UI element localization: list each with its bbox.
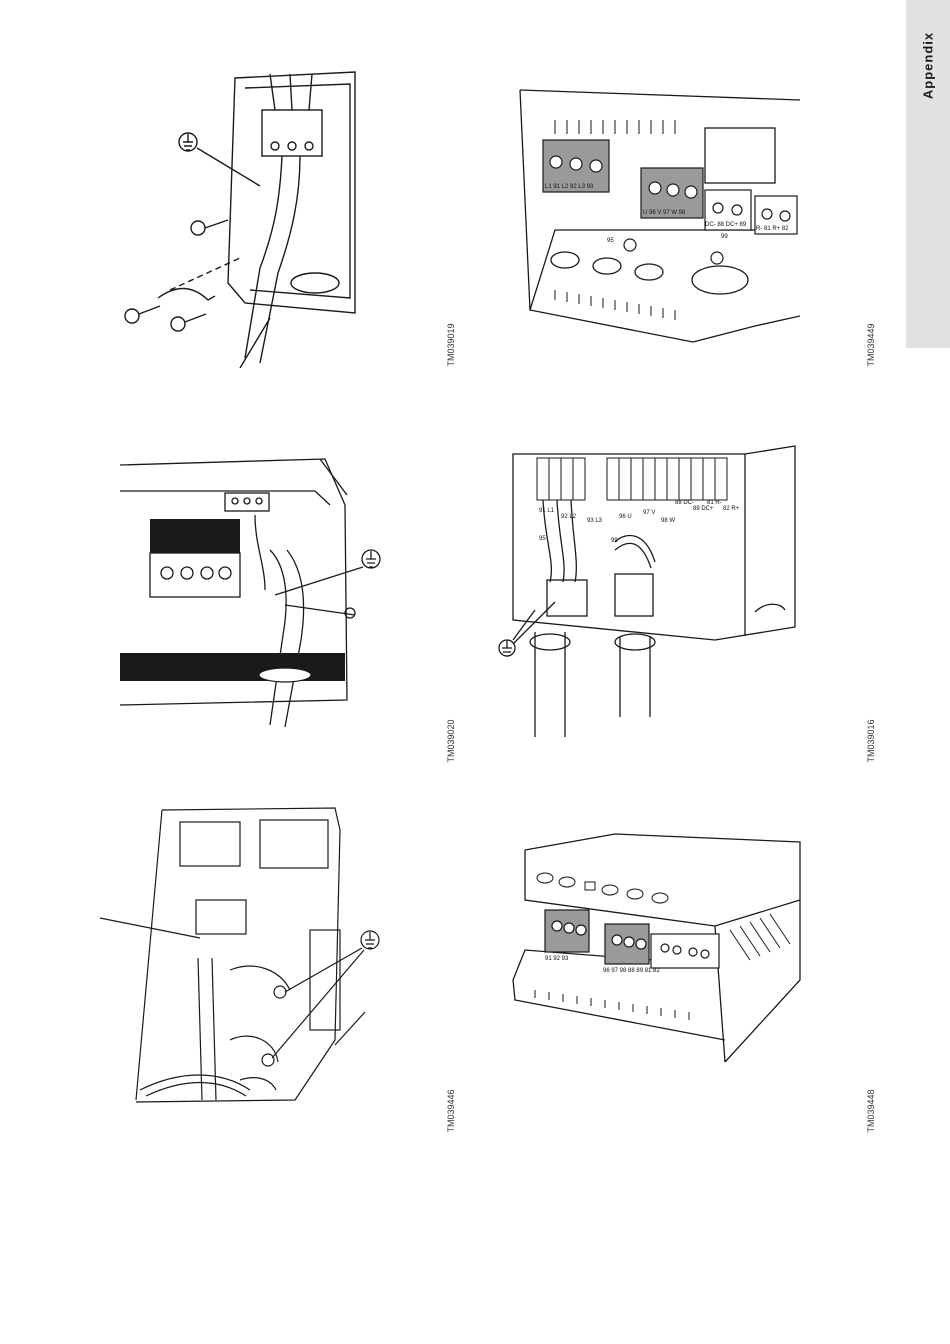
terminal-label-89: 89 DC+: [693, 506, 714, 512]
terminal-label-96: 96 U: [619, 514, 632, 520]
figure-code: TM039449: [864, 300, 878, 390]
section-tab: Appendix: [906, 0, 950, 348]
terminal-label-98: 98 W: [661, 518, 675, 524]
terminal-label-82: 82 R+: [723, 506, 740, 512]
figure-code: TM039020: [444, 696, 458, 786]
figure-terminals-open: L1 91 L2 92 L3 93 U 96 V 97 W 98 DC- 88 …: [515, 80, 805, 350]
figure-2-drawing: L1 91 L2 92 L3 93 U 96 V 97 W 98 DC- 88 …: [515, 80, 805, 350]
figure-code: TM039446: [444, 1066, 458, 1156]
terminal-label-95: 95: [539, 536, 546, 542]
figure-6-drawing: 91 92 93 96 97 98 88 89 81 82: [505, 830, 805, 1070]
figure-terminals-large-unit: 91 92 93 96 97 98 88 89 81 82: [505, 830, 805, 1070]
figure-code: TM039448: [864, 1066, 878, 1156]
figure-ground-clamp-large: [100, 800, 385, 1110]
figure-1-drawing: [110, 68, 370, 368]
terminal-label-motor-dc-brake: 96 97 98 88 89 81 82: [603, 968, 660, 974]
terminal-label-95: 95: [607, 238, 614, 244]
terminal-label-99: 99: [611, 538, 618, 544]
terminal-label-97: 97 V: [643, 510, 655, 516]
figure-4-drawing: 91 L1 92 L2 93 L3 96 U 97 V 98 W 88 DC- …: [495, 442, 805, 742]
figure-ground-clamp-small: [110, 68, 370, 368]
terminal-label-motor: U 96 V 97 W 98: [643, 210, 686, 216]
terminal-label-93: 93 L3: [587, 518, 603, 524]
terminal-label-99: 99: [721, 234, 728, 240]
terminal-label-81: 81 R-: [707, 500, 722, 506]
figure-terminals-wired: 91 L1 92 L2 93 L3 96 U 97 V 98 W 88 DC- …: [495, 442, 805, 742]
terminal-label-brake: R- 81 R+ 82: [756, 226, 789, 232]
terminal-label-mains: L1 91 L2 92 L3 93: [545, 184, 594, 190]
figure-code: TM039019: [444, 300, 458, 390]
figure-3-drawing: [115, 455, 390, 730]
terminal-label-mains: 91 92 93: [545, 956, 569, 962]
terminal-label-dc: DC- 88 DC+ 89: [705, 222, 747, 228]
figure-ground-clamp-medium: [115, 455, 390, 730]
figure-code: TM039016: [864, 696, 878, 786]
terminal-label-88: 88 DC-: [675, 500, 694, 506]
figure-5-drawing: [100, 800, 385, 1110]
section-tab-label: Appendix: [921, 32, 936, 99]
terminal-label-92: 92 L2: [561, 514, 577, 520]
terminal-label-91: 91 L1: [539, 508, 555, 514]
